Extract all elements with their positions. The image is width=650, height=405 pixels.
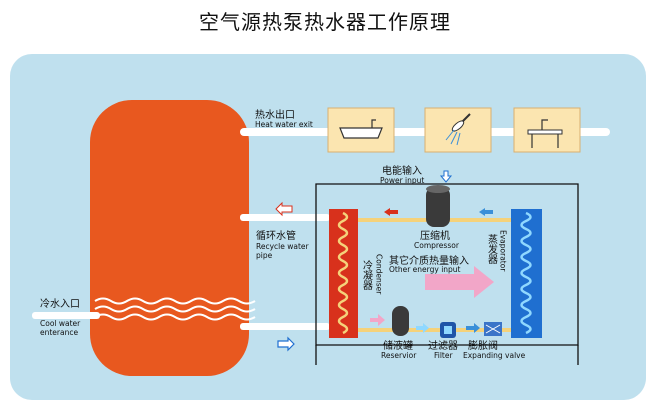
condenser-coil <box>337 211 349 335</box>
hot-outlet-label-en: Heat water exit <box>255 120 313 129</box>
cool-inlet-label-en-2: enterance <box>40 328 78 337</box>
reservior-tank <box>392 306 409 336</box>
evaporator-label: 蒸发器 <box>486 234 498 265</box>
shower-icon <box>424 107 492 153</box>
recycle-label-en-2: pipe <box>256 251 273 260</box>
recycle-label-en-1: Recycle water <box>256 242 310 251</box>
power-input-label-en: Power input <box>380 176 424 185</box>
water-wave-lines <box>94 297 256 321</box>
hot-outlet-label: 热水出口 <box>255 108 295 121</box>
flow-arrow-power-input <box>439 170 453 183</box>
recycle-pipe-bottom <box>240 323 330 330</box>
unit-feet <box>315 345 579 365</box>
condenser-label-en: Condenser <box>375 254 384 295</box>
valve-label: 膨胀阀 <box>468 339 498 352</box>
other-energy-label-en: Other energy input <box>389 265 461 274</box>
other-energy-label: 其它介质热量输入 <box>389 254 469 267</box>
power-input-label: 电能输入 <box>382 164 422 177</box>
energy-input-arrow <box>425 266 494 298</box>
compressor-label: 压缩机 <box>420 229 450 242</box>
filter <box>440 322 456 338</box>
sink-icon <box>513 107 581 153</box>
flow-arrow-refrigerant-cold <box>479 208 493 216</box>
reservior-label-en: Reservior <box>381 351 417 360</box>
cool-inlet-label-en-1: Cool water <box>40 319 81 328</box>
condenser-label: 冷凝器 <box>361 259 373 291</box>
evaporator-coil <box>520 211 532 335</box>
compressor-label-en: Compressor <box>414 241 460 250</box>
cool-water-pipe <box>32 312 100 319</box>
flow-arrow-liquid-pink <box>370 314 385 326</box>
flow-arrow-recycle-in <box>277 336 295 352</box>
recycle-label: 循环水管 <box>256 229 296 242</box>
water-tank <box>90 100 249 376</box>
expanding-valve <box>484 322 502 336</box>
bathtub-icon <box>327 107 395 153</box>
recycle-pipe-top <box>240 214 330 221</box>
flow-arrow-refrigerant-hot <box>384 208 398 216</box>
reservior-label: 储液罐 <box>383 339 413 352</box>
filter-label-en: Filter <box>434 351 453 360</box>
filter-label: 过滤器 <box>428 339 458 352</box>
compressor <box>426 187 450 227</box>
flow-arrow-recycle-out <box>275 201 293 217</box>
cool-inlet-label: 冷水入口 <box>40 297 80 310</box>
flow-arrow-liquid-blue <box>416 323 429 333</box>
evaporator-label-en: Evaporator <box>499 230 508 272</box>
page-title: 空气源热泵热水器工作原理 <box>199 10 451 34</box>
refrigerant-pipe-bottom <box>355 328 513 332</box>
valve-label-en: Expanding valve <box>463 351 526 360</box>
flow-arrow-valve <box>466 323 480 333</box>
